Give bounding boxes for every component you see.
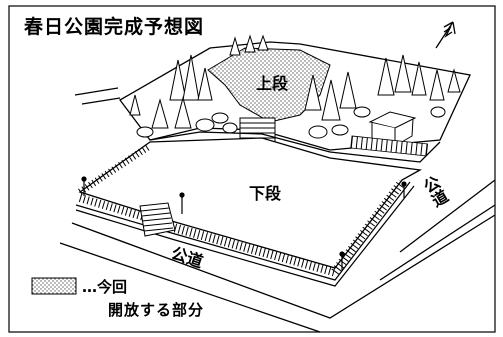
trees-left [129, 54, 238, 138]
page-title: 春日公園完成予想図 [24, 16, 205, 38]
upper-terrace-label: 上段 [256, 74, 289, 93]
retaining-wall [149, 131, 441, 163]
legend-label: 今回 [97, 278, 128, 296]
trees-top [229, 34, 269, 56]
legend-label-line1: …今回 [82, 276, 127, 297]
trees-right [304, 54, 461, 139]
lower-terrace [78, 137, 423, 269]
road-edges [59, 87, 496, 333]
legend-swatch [31, 277, 77, 295]
lower-fences [78, 144, 406, 277]
lamp-posts [81, 176, 407, 270]
legend-label-line2: 開放する部分 [108, 301, 205, 319]
lower-border-lines [75, 181, 415, 287]
lower-terrace-label: 下段 [249, 184, 282, 203]
north-arrow-icon [435, 21, 456, 49]
lower-stairs [139, 202, 176, 237]
legend-ellipsis: … [82, 278, 97, 296]
figure-border [8, 5, 496, 333]
upper-hedge [350, 135, 429, 157]
